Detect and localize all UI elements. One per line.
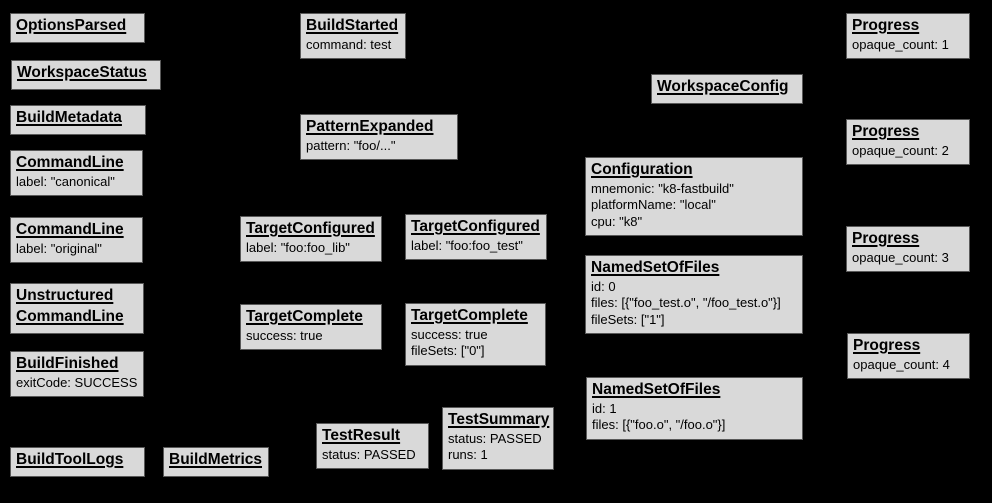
node-field: fileSets: ["0"] xyxy=(411,343,485,359)
node-target-complete-foo-test: TargetComplete success: true fileSets: [… xyxy=(405,303,546,366)
node-title: Progress xyxy=(852,123,920,140)
node-field: id: 1 xyxy=(592,400,617,416)
node-field: label: "foo:foo_test" xyxy=(411,237,523,253)
node-field: fileSets: ["1"] xyxy=(591,311,665,327)
node-build-finished: BuildFinished exitCode: SUCCESS xyxy=(10,351,144,398)
node-named-set-of-files-1: NamedSetOfFiles id: 1 files: [{"foo.o", … xyxy=(586,377,803,440)
node-title: NamedSetOfFiles xyxy=(592,381,721,398)
node-target-configured-foo-test: TargetConfigured label: "foo:foo_test" xyxy=(405,214,547,261)
node-unstructured-command-line: Unstructured CommandLine xyxy=(10,283,144,334)
node-title: Progress xyxy=(852,230,920,247)
node-title: NamedSetOfFiles xyxy=(591,259,720,276)
node-test-result: TestResult status: PASSED xyxy=(316,423,429,470)
node-title: BuildStarted xyxy=(306,17,399,34)
node-command-line-original: CommandLine label: "original" xyxy=(10,217,143,264)
node-field: opaque_count: 4 xyxy=(853,356,950,372)
node-title: WorkspaceConfig xyxy=(657,78,789,95)
node-progress-2: Progress opaque_count: 2 xyxy=(846,119,970,166)
node-field: runs: 1 xyxy=(448,447,488,463)
node-options-parsed: OptionsParsed xyxy=(10,13,145,43)
node-title: BuildMetadata xyxy=(16,109,122,126)
node-field: id: 0 xyxy=(591,278,616,294)
node-field: label: "foo:foo_lib" xyxy=(246,239,350,255)
node-title: BuildToolLogs xyxy=(16,451,124,468)
node-field: cpu: "k8" xyxy=(591,213,643,229)
node-workspace-config: WorkspaceConfig xyxy=(651,74,803,104)
node-target-complete-foo-lib: TargetComplete success: true xyxy=(240,304,382,351)
node-field: command: test xyxy=(306,36,392,52)
node-field: mnemonic: "k8-fastbuild" xyxy=(591,180,734,196)
node-title: BuildMetrics xyxy=(169,451,263,468)
node-field: opaque_count: 1 xyxy=(852,36,949,52)
node-command-line-canonical: CommandLine label: "canonical" xyxy=(10,150,143,197)
node-field: label: "canonical" xyxy=(16,173,115,189)
node-title: TestSummary xyxy=(448,411,550,428)
node-field: status: PASSED xyxy=(322,446,416,462)
node-field: success: true xyxy=(411,326,488,342)
node-progress-3: Progress opaque_count: 3 xyxy=(846,226,970,273)
node-title: PatternExpanded xyxy=(306,118,434,135)
node-field: files: [{"foo_test.o", "/foo_test.o"}] xyxy=(591,295,781,311)
node-workspace-status: WorkspaceStatus xyxy=(11,60,161,90)
node-field: files: [{"foo.o", "/foo.o"}] xyxy=(592,417,726,433)
node-test-summary: TestSummary status: PASSED runs: 1 xyxy=(442,407,554,470)
node-field: success: true xyxy=(246,327,323,343)
node-title: TargetComplete xyxy=(411,307,528,324)
node-build-metadata: BuildMetadata xyxy=(10,105,146,135)
node-named-set-of-files-0: NamedSetOfFiles id: 0 files: [{"foo_test… xyxy=(585,255,803,335)
node-title: Configuration xyxy=(591,161,693,178)
node-field: exitCode: SUCCESS xyxy=(16,374,138,390)
node-field: platformName: "local" xyxy=(591,197,716,213)
node-progress-1: Progress opaque_count: 1 xyxy=(846,13,970,60)
node-field: pattern: "foo/..." xyxy=(306,137,396,153)
node-title: TargetConfigured xyxy=(411,218,540,235)
node-title: TestResult xyxy=(322,427,401,444)
node-field: label: "original" xyxy=(16,240,102,256)
node-progress-4: Progress opaque_count: 4 xyxy=(847,333,970,380)
node-title: BuildFinished xyxy=(16,355,119,372)
node-title: CommandLine xyxy=(16,221,124,238)
node-configuration: Configuration mnemonic: "k8-fastbuild" p… xyxy=(585,157,803,237)
node-title: Progress xyxy=(853,337,921,354)
node-title: OptionsParsed xyxy=(16,17,127,34)
node-field: opaque_count: 3 xyxy=(852,249,949,265)
node-title: Progress xyxy=(852,17,920,34)
node-field: status: PASSED xyxy=(448,430,542,446)
node-build-metrics: BuildMetrics xyxy=(163,447,269,477)
node-build-started: BuildStarted command: test xyxy=(300,13,406,60)
node-pattern-expanded: PatternExpanded pattern: "foo/..." xyxy=(300,114,458,161)
node-field: opaque_count: 2 xyxy=(852,142,949,158)
node-target-configured-foo-lib: TargetConfigured label: "foo:foo_lib" xyxy=(240,216,382,263)
node-title: TargetComplete xyxy=(246,308,363,325)
node-title: CommandLine xyxy=(16,154,124,171)
node-title: Unstructured CommandLine xyxy=(16,287,124,325)
node-title: TargetConfigured xyxy=(246,220,375,237)
node-build-tool-logs: BuildToolLogs xyxy=(10,447,145,477)
node-title: WorkspaceStatus xyxy=(17,64,147,81)
